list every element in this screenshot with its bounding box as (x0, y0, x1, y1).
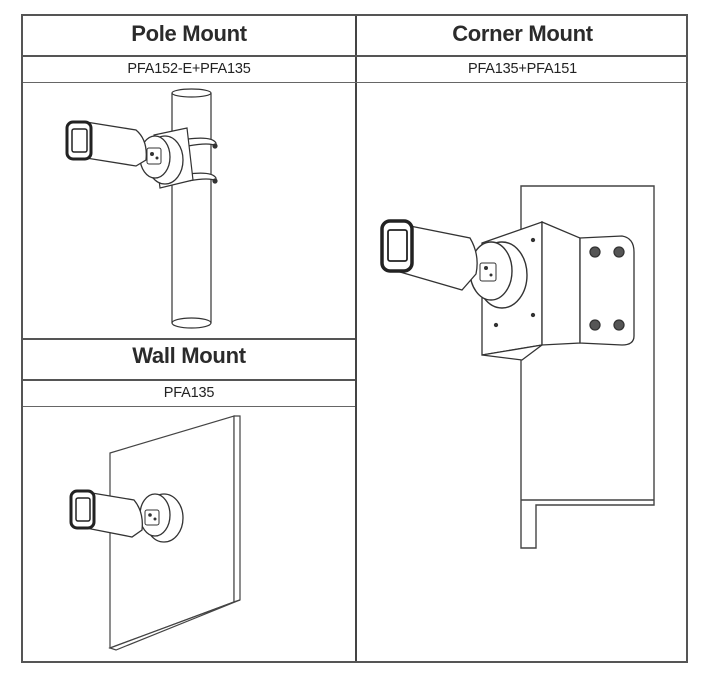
bullet-camera-icon (67, 122, 146, 166)
mount-options-table: Pole Mount Corner Mount PFA152-E+PFA135 … (21, 14, 688, 663)
wall-model-divider (23, 406, 355, 407)
corner-mount-title: Corner Mount (452, 21, 593, 46)
pole-mount-title: Pole Mount (131, 21, 247, 46)
wall-mount-title: Wall Mount (132, 343, 246, 368)
pole-clamp-icon (188, 138, 217, 183)
corner-wall-icon (521, 186, 654, 548)
column-divider (355, 16, 357, 661)
bullet-camera-icon (71, 491, 142, 537)
camera-junction-box-icon (470, 242, 527, 308)
wall-mount-model: PFA135 (163, 385, 215, 401)
corner-mount-model: PFA135+PFA151 (467, 61, 578, 77)
pole-mount-model: PFA152-E+PFA135 (127, 61, 251, 77)
bullet-camera-icon (382, 221, 477, 290)
pole-cell-bottom-divider (23, 338, 355, 340)
model-row-divider (23, 82, 688, 83)
camera-bracket-icon (140, 128, 193, 188)
wall-header-divider (23, 379, 355, 381)
header-row-divider (23, 55, 688, 57)
